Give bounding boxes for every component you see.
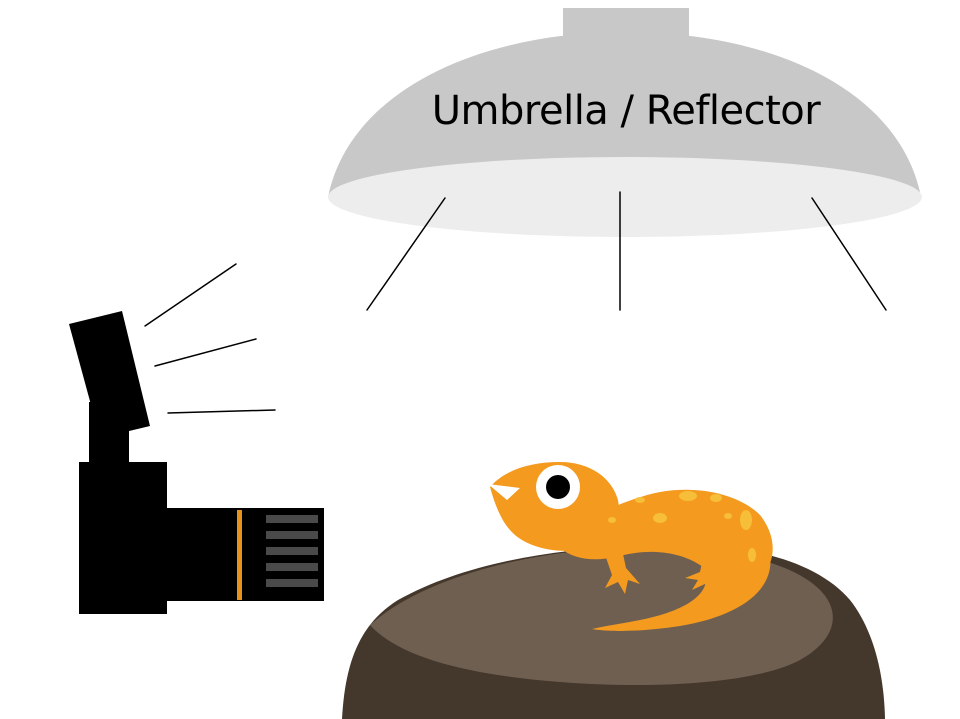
reflector-label: Umbrella / Reflector: [432, 88, 822, 134]
camera-body: [79, 462, 167, 614]
salamander-spot: [679, 491, 697, 501]
flash-ray-middle: [154, 338, 257, 367]
reflector-ray-right: [811, 197, 887, 311]
reflector-ray-left: [366, 197, 446, 311]
salamander-front-leg: [600, 540, 640, 594]
lens-grip-stripe: [266, 547, 318, 555]
flash-ray-top: [144, 263, 237, 327]
camera-icon: [69, 311, 324, 614]
salamander-back-leg: [685, 548, 722, 592]
flash-light-rays: [144, 263, 276, 414]
reflector-inner-surface: [328, 157, 922, 237]
lens-grip-stripe: [266, 563, 318, 571]
salamander-spot: [724, 513, 732, 519]
flash-ray-bottom: [167, 409, 276, 414]
salamander-mouth: [488, 484, 520, 500]
salamander-spot: [710, 494, 722, 502]
lens-grip-stripe: [266, 531, 318, 539]
lens-grip-stripe: [266, 579, 318, 587]
umbrella-reflector-icon: Umbrella / Reflector: [328, 8, 922, 237]
flash-neck: [89, 402, 129, 472]
salamander-spot: [740, 510, 752, 530]
salamander-spot: [608, 517, 616, 523]
salamander-icon: [488, 462, 773, 631]
reflector-light-rays: [366, 191, 887, 311]
flash-icon: [69, 311, 150, 438]
lens-ring: [237, 510, 242, 600]
lens-grip-stripe: [266, 515, 318, 523]
lens-grip: [266, 515, 318, 587]
reflector-dome: [328, 32, 921, 197]
salamander-spot: [748, 548, 756, 562]
salamander-eye-pupil: [546, 475, 570, 499]
salamander-spot: [635, 497, 645, 503]
salamander-spot: [653, 513, 667, 523]
salamander-spots: [608, 491, 756, 562]
